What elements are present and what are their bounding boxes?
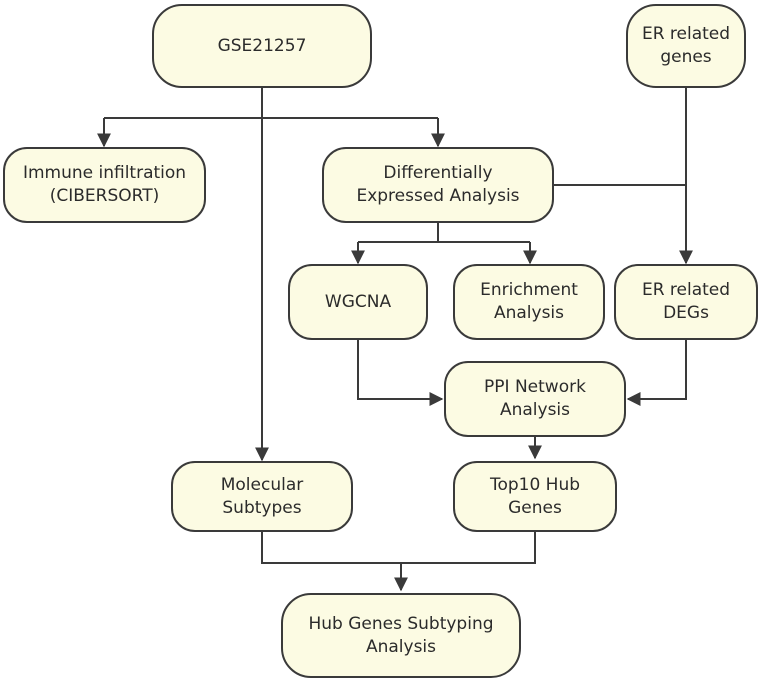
- edge-wgcna-to-ppi: [357, 340, 444, 406]
- node-top10-hub-genes: Top10 Hub Genes: [453, 461, 617, 532]
- edge-molecular-down: [261, 532, 536, 564]
- node-differentially-expressed-analysis: Differentially Expressed Analysis: [322, 147, 554, 223]
- node-enrichment-analysis: Enrichment Analysis: [453, 264, 605, 340]
- node-wgcna: WGCNA: [288, 264, 428, 340]
- node-gse21257: GSE21257: [152, 4, 372, 88]
- edge-er-degs-to-ppi: [626, 340, 687, 406]
- node-ppi-network-analysis: PPI Network Analysis: [444, 361, 626, 437]
- node-immune-infiltration: Immune infiltration (CIBERSORT): [3, 147, 206, 223]
- node-er-related-genes: ER related genes: [626, 4, 746, 88]
- node-hub-genes-subtyping-analysis: Hub Genes Subtyping Analysis: [281, 593, 521, 678]
- node-molecular-subtypes: Molecular Subtypes: [171, 461, 353, 532]
- node-er-related-degs: ER related DEGs: [614, 264, 758, 340]
